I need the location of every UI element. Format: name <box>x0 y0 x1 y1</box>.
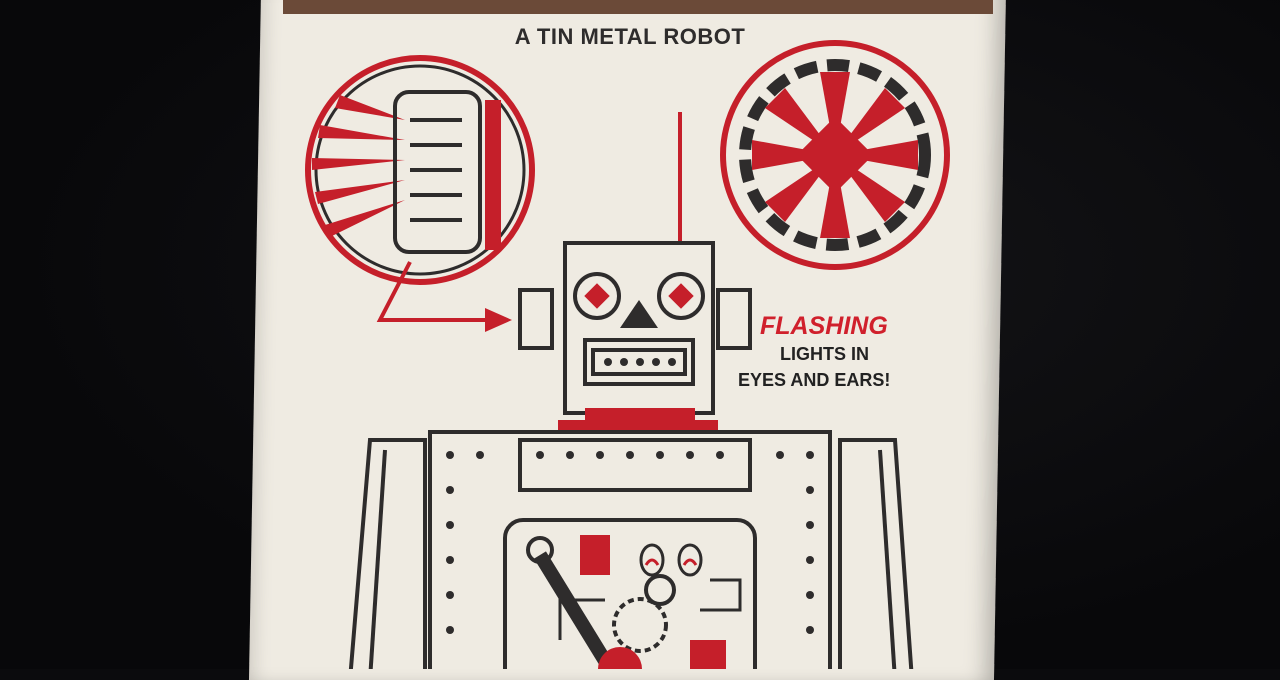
gear-mechanism <box>526 535 742 669</box>
box-title: A TIN METAL ROBOT <box>514 24 746 49</box>
ear-detail-circle <box>305 55 535 285</box>
body-rivets <box>446 451 814 634</box>
callout-highlight: FLASHING <box>760 312 888 340</box>
pointer-arrows <box>376 112 682 322</box>
box-lid-edge <box>283 0 993 14</box>
callout-line-2: EYES AND EARS! <box>738 370 891 390</box>
robot-body <box>348 430 914 669</box>
eye-detail-circle <box>720 40 950 270</box>
callout-line-1: LIGHTS IN <box>780 344 869 364</box>
